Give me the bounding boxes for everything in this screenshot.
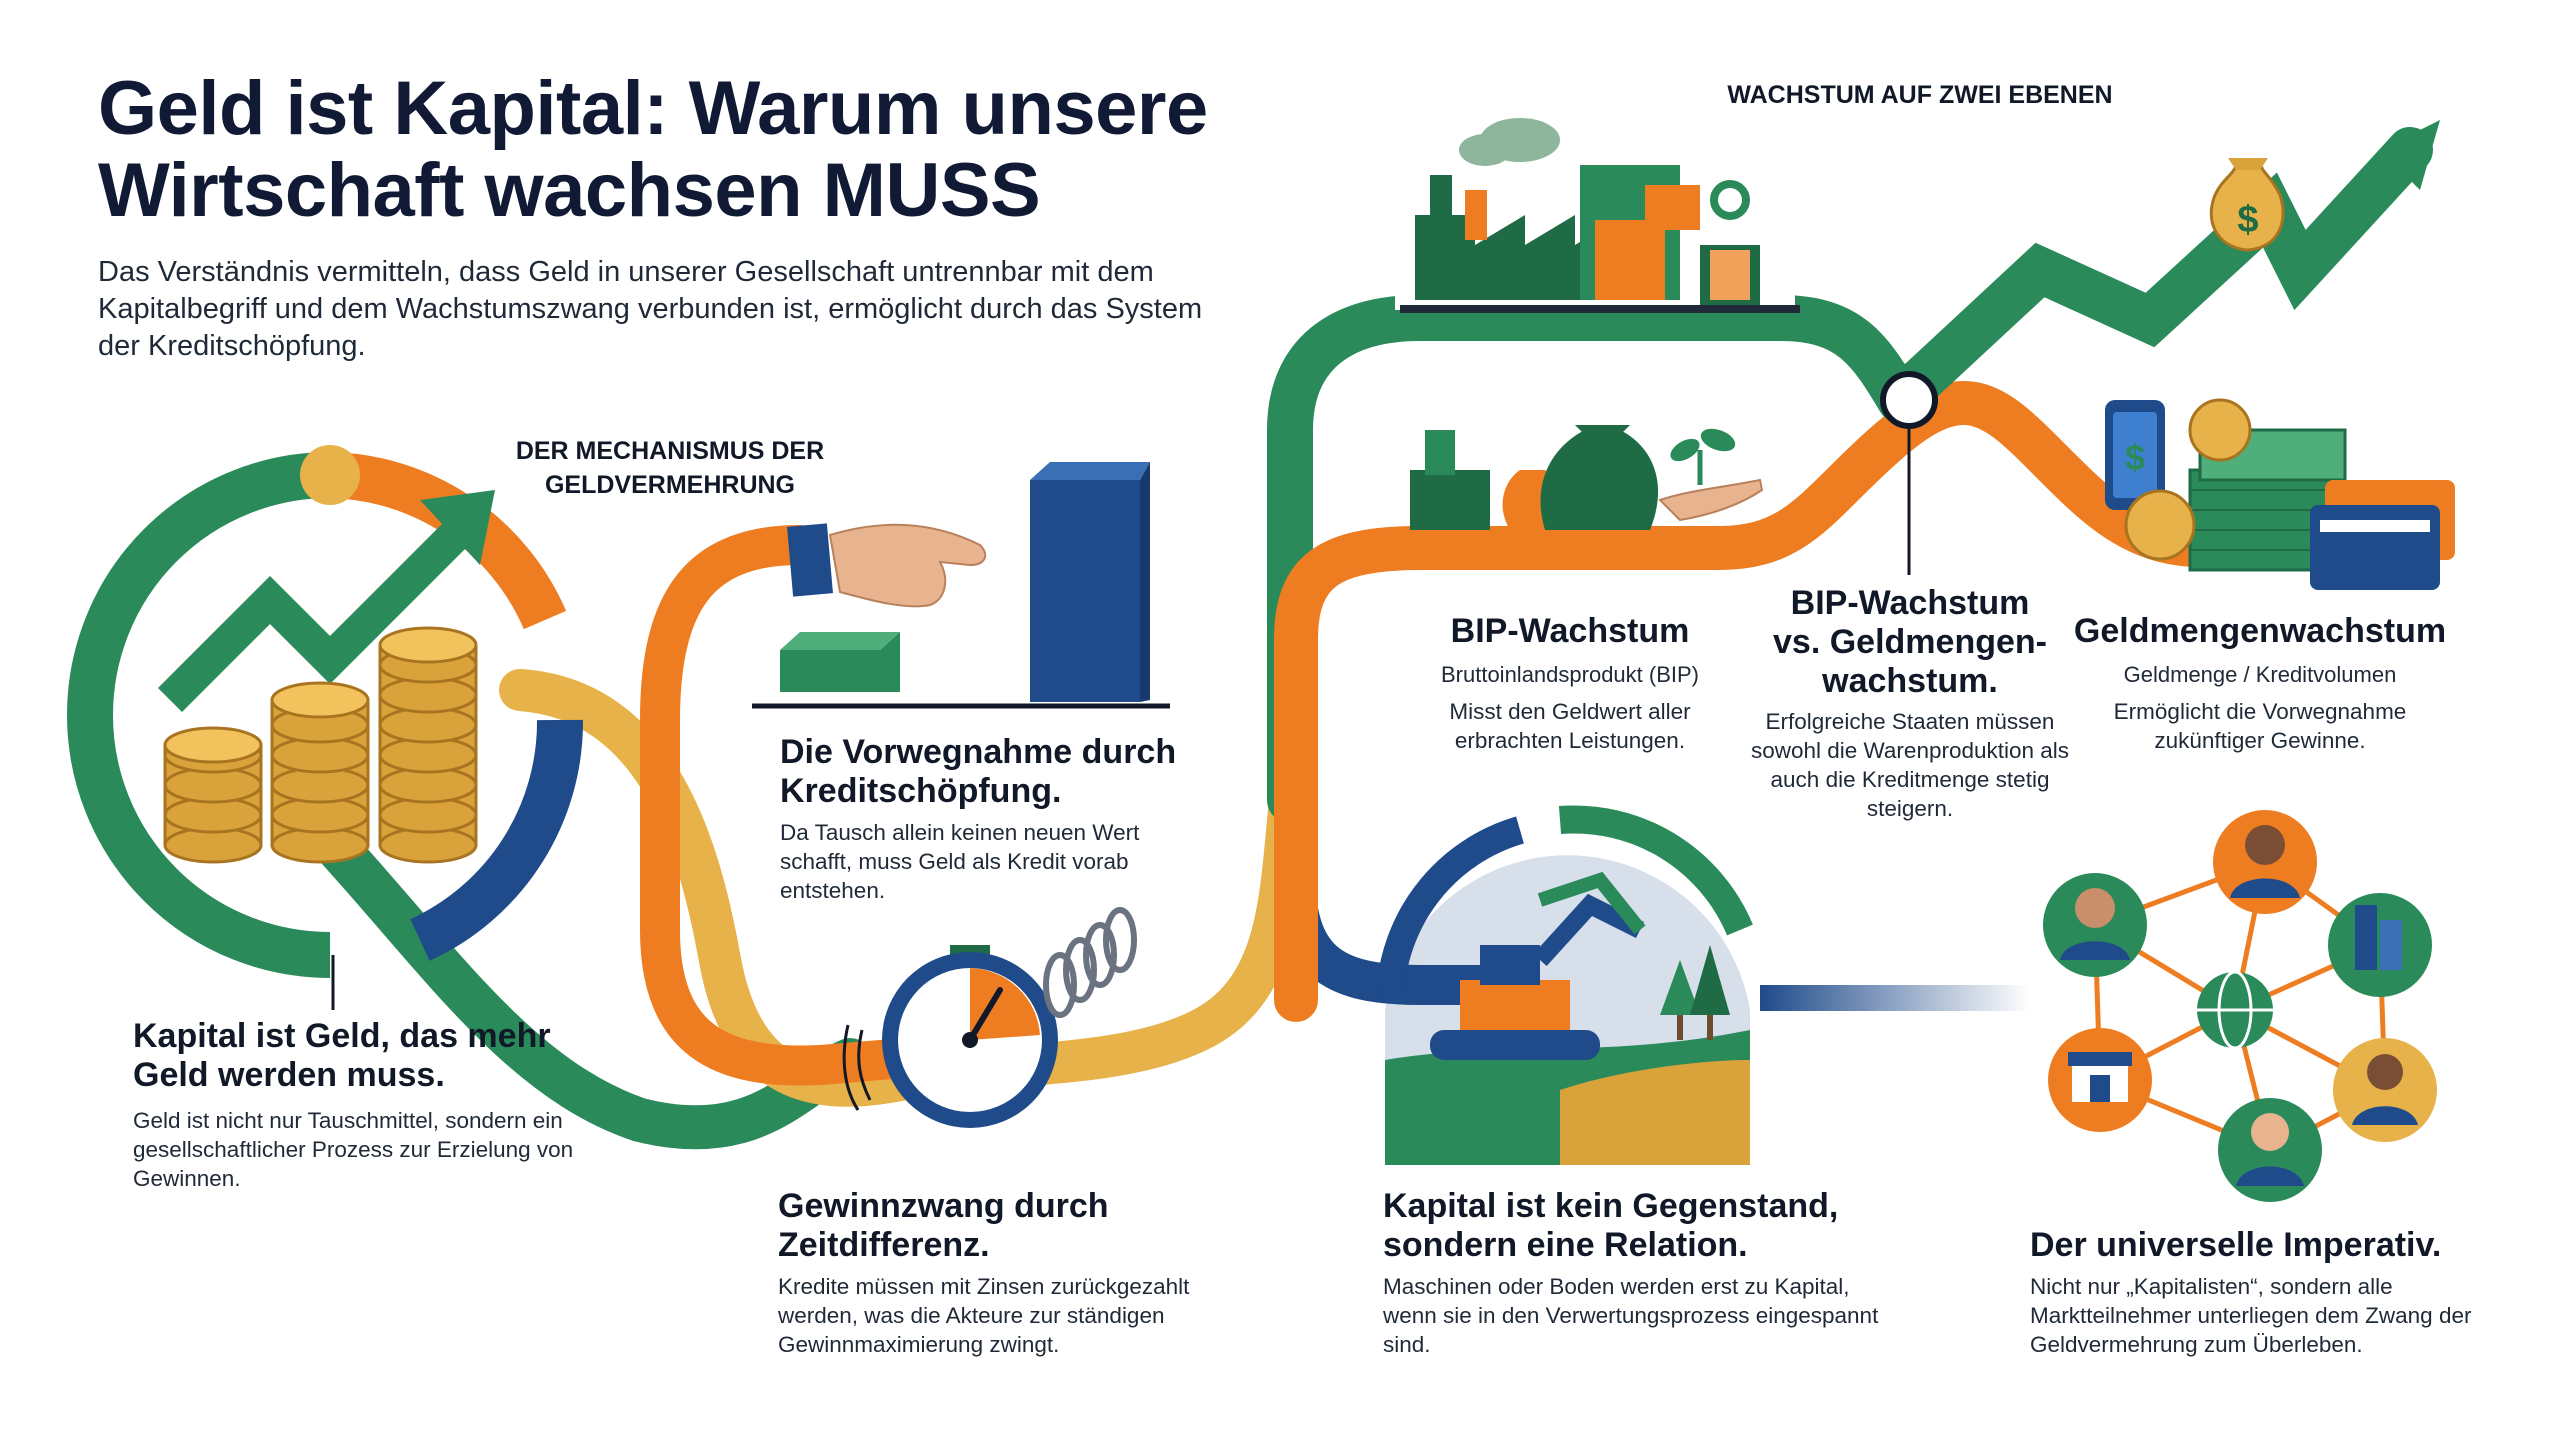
spring-icon: [1043, 907, 1137, 1018]
person-icon: [2333, 1038, 2437, 1142]
svg-text:$: $: [2237, 199, 2258, 241]
growth-arrow-line: [1877, 127, 2433, 423]
credit-card-icon: [2310, 480, 2455, 590]
orange-flow-path-left: [640, 525, 1020, 1086]
fade-connector: [1760, 985, 2030, 1011]
gold-dot: [300, 445, 360, 505]
coin-stack-icon: [163, 726, 263, 864]
orange-flow-path-mid: [1274, 381, 2382, 1022]
people-network: [2043, 810, 2437, 1202]
geldmenge-icons: $: [2105, 398, 2455, 590]
vs-heading: BIP-Wachstum vs. Geldmengen-wachstum.: [1773, 584, 2047, 700]
excavator-icon: [1376, 805, 1753, 1165]
flow-paths: [308, 120, 2440, 1150]
factory-icon: [1395, 118, 1800, 313]
svg-text:$: $: [2125, 437, 2145, 478]
shop-icon: [2048, 1028, 2152, 1132]
bip-heading: BIP-Wachstum: [1450, 612, 1690, 650]
vs-body: Erfolgreiche Staaten müssen sowohl die W…: [1750, 709, 2070, 821]
money-bag-icon: [1540, 430, 1659, 530]
globe-icon: [2197, 970, 2273, 1050]
bip-icons: [1410, 425, 1764, 530]
coin-stack-icon: [378, 626, 478, 864]
person-icon: [2043, 873, 2147, 977]
circle-arc-green: [67, 452, 331, 978]
money-growth-circle: [67, 445, 584, 1010]
kapital-geld-body: Geld ist nicht nur Tauschmittel, sondern…: [133, 1108, 574, 1191]
building-icon: [2328, 893, 2432, 997]
gewinnzwang-heading: Gewinnzwang durch Zeitdifferenz.: [778, 1187, 1109, 1264]
relation-heading: Kapital ist kein Gegenstand, sondern ein…: [1383, 1187, 1839, 1264]
vorwegnahme-body: Da Tausch allein keinen neuen Wert schaf…: [780, 820, 1140, 903]
growth-arrow-icon: [157, 507, 483, 713]
geldmenge-heading: Geldmengenwachstum: [2073, 612, 2447, 650]
growth-arrow-head: [2380, 120, 2440, 190]
coin-stack-icon: [270, 681, 370, 864]
growth-intersection-node: [1880, 371, 1938, 429]
gewinnzwang-body: Kredite müssen mit Zinsen zurückgezahlt …: [778, 1274, 1190, 1357]
imperativ-body: Nicht nur „Kapitalisten“, sondern alle M…: [2030, 1274, 2472, 1357]
hand-icon: [1658, 478, 1764, 522]
hand-icon: [787, 523, 987, 608]
page-title: Geld ist Kapital: Warum unsere Wirtschaf…: [98, 66, 1208, 233]
imperativ-heading: Der universelle Imperativ.: [2030, 1226, 2442, 1264]
geldmenge-body: Ermöglicht die Vorwegnahme zukünftiger G…: [2113, 699, 2407, 753]
mechanism-label: DER MECHANISMUS DER GELDVERMEHRUNG: [515, 437, 825, 499]
person-icon: [2213, 810, 2317, 914]
tall-bar: [1030, 480, 1140, 702]
credit-anticipation-graphic: [752, 462, 1170, 709]
stopwatch-icon: [842, 945, 1058, 1128]
tree-icon: [1660, 960, 1700, 1015]
growth-arrow-icon-head: [420, 490, 495, 565]
geldmenge-subheading: Geldmenge / Kreditvolumen: [2123, 662, 2397, 687]
person-icon: [2218, 1098, 2322, 1202]
relation-body: Maschinen oder Boden werden erst zu Kapi…: [1383, 1274, 1879, 1357]
bip-body: Misst den Geldwert aller erbrachten Leis…: [1449, 699, 1691, 753]
page-subtitle: Das Verständnis vermitteln, dass Geld in…: [98, 256, 1203, 362]
money-bag-icon: $: [2209, 158, 2285, 252]
growth-label: WACHSTUM AUF ZWEI EBENEN: [1727, 81, 2113, 109]
vorwegnahme-heading: Die Vorwegnahme durch Kreditschöpfung.: [780, 733, 1177, 810]
green-flow-path-top: [1267, 295, 1923, 823]
circle-arc-navy: [410, 719, 584, 961]
gold-flow-path: [499, 669, 1311, 1107]
kapital-geld-heading: Kapital ist Geld, das mehr Geld werden m…: [133, 1017, 551, 1094]
bip-subheading: Bruttoinlandsprodukt (BIP): [1440, 662, 1700, 687]
plant-icon: [1670, 428, 1736, 485]
